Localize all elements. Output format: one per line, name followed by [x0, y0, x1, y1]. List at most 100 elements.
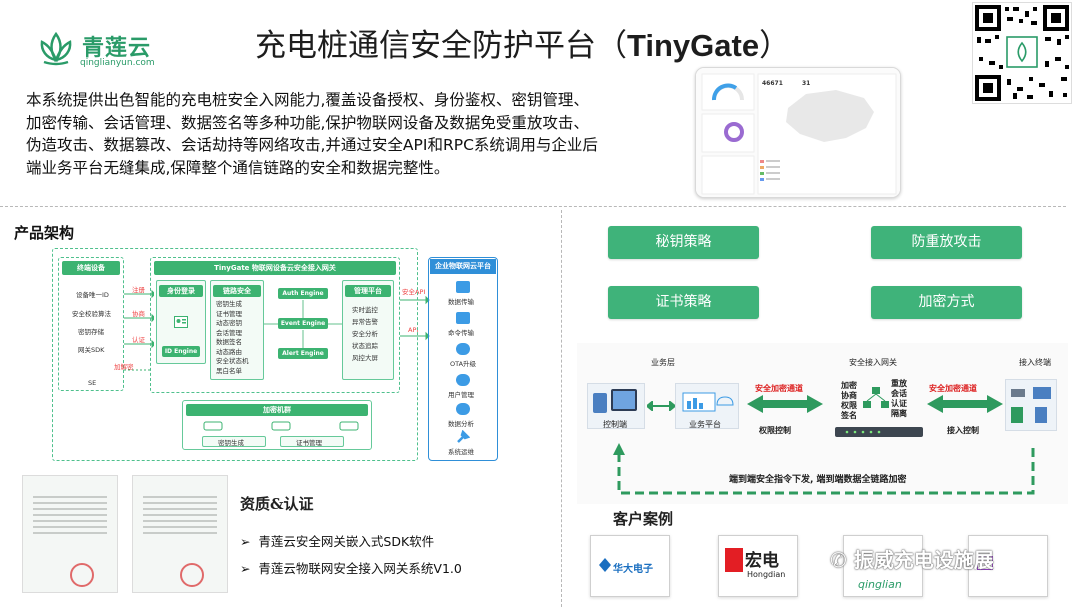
mgmt-items: 实时监控 异常告警 安全分析 状态追踪 风控大屏 — [352, 304, 378, 364]
gw-func: 隔离 — [891, 409, 907, 418]
hongdian-mark-icon — [725, 548, 743, 572]
stat-total: 46671 — [762, 80, 783, 87]
platform-item: 数据传输 — [448, 298, 474, 306]
wrench-icon — [457, 430, 470, 443]
crypto-item-box — [280, 436, 344, 447]
anti-replay-button[interactable]: 防重放攻击 — [871, 226, 1022, 259]
iot-devices-icon — [1011, 387, 1051, 423]
api-label: 安全API — [402, 288, 426, 296]
channel-label-1: 安全加密通道 — [755, 384, 803, 393]
wechat-icon: ✆ — [830, 548, 854, 572]
logo-url: qinglianyun.com — [80, 58, 155, 68]
terminal-item: 设备唯一ID — [76, 291, 109, 299]
certificate-image — [132, 475, 228, 593]
gw-func: 签名 — [841, 411, 857, 420]
gateway-header: TinyGate 物联网设备云安全接入网关 — [154, 261, 396, 275]
id-card-icon — [174, 316, 188, 328]
arrow-label: 加解密 — [114, 363, 134, 371]
brand-logo: 青莲云 qinglianyun.com — [36, 26, 166, 74]
certificate-image — [22, 475, 118, 593]
arrow-label: 注册 — [132, 286, 145, 294]
customers-title: 客户案例 — [613, 510, 674, 528]
dashboard-screenshot: 46671 31 — [695, 67, 901, 198]
terminal-item: 网关SDK — [78, 346, 105, 354]
architecture-title: 产品架构 — [14, 224, 75, 242]
identity-header: 身份登录 — [159, 285, 203, 297]
ota-icon — [456, 343, 470, 355]
link-header: 链路安全 — [213, 285, 261, 297]
loop-arrow-icon — [613, 443, 1035, 495]
gateway-device: 加密 协商 权限 签名 重放 会话 认证 隔离 — [837, 379, 907, 439]
huada-logo-icon — [599, 558, 611, 572]
platform-header: 企业物联网云平台 — [430, 259, 496, 274]
logo-name: 青莲云 — [82, 36, 152, 61]
arrow-label: 协商 — [132, 310, 145, 318]
encryption-method-button[interactable]: 加密方式 — [871, 286, 1022, 319]
mgmt-item: 状态追踪 — [352, 342, 378, 350]
platform-item: 数据分析 — [448, 420, 474, 428]
data-transfer-icon — [456, 281, 470, 293]
bullet-arrow-icon: ➢ — [240, 561, 259, 576]
bullet-arrow-icon: ➢ — [240, 534, 259, 549]
router-icon — [835, 427, 923, 437]
customer-logo-4 — [968, 535, 1048, 597]
terminal-item: 密钥存储 — [78, 328, 104, 336]
id-engine: ID Engine — [162, 346, 200, 357]
crypto-header: 加密机群 — [186, 404, 368, 416]
link-item: 数据签名 — [216, 338, 242, 346]
link-item: 黑白名单 — [216, 366, 242, 375]
channel-label-2: 安全加密通道 — [929, 384, 977, 393]
terminal-item: SE — [88, 379, 97, 387]
bidirectional-arrow-icon-2 — [927, 395, 1003, 413]
gw-func: 会话 — [891, 389, 907, 398]
terminal-item: 安全校验算法 — [72, 310, 111, 318]
col-business: 业务层 — [651, 358, 675, 367]
watermark: ✆ 振威充电设施展 — [830, 548, 994, 572]
platform-item: 系统运维 — [448, 448, 474, 456]
col-gateway: 安全接入网关 — [849, 358, 897, 367]
seal-icon — [180, 563, 204, 587]
mgmt-item: 异常告警 — [352, 318, 378, 326]
qualification-item: ➢ 青莲云物联网安全接入网关系统V1.0 — [240, 561, 462, 576]
horizontal-divider — [0, 206, 1066, 207]
mail-icon — [977, 556, 993, 570]
engine-connectors — [264, 300, 342, 348]
intro-paragraph: 本系统提供出色智能的充电桩安全入网能力,覆盖设备授权、身份鉴权、密钥管理、加密传… — [26, 91, 598, 177]
crypto-item: 证书管理 — [296, 439, 322, 447]
double-arrow-icon — [647, 401, 675, 411]
network-footer: 端到端安全指令下发, 端到端数据全链路加密 — [729, 475, 907, 485]
api-label: API — [408, 326, 419, 334]
link-item: 会话管理 — [216, 328, 242, 337]
bidirectional-arrow-icon — [747, 395, 823, 413]
platform-label: 业务平台 — [689, 420, 721, 429]
command-icon — [456, 312, 470, 324]
terminal-header: 终端设备 — [62, 261, 120, 275]
lotus-logo-icon — [40, 31, 72, 66]
gw-func: 加密 — [841, 381, 857, 390]
terminal-panel — [58, 257, 124, 391]
architecture-diagram: 终端设备 设备唯一ID 安全校验算法 密钥存储 网关SDK SE 注册 协商 认… — [52, 248, 502, 463]
cert-strategy-button[interactable]: 证书策略 — [608, 286, 759, 319]
link-item: 动态路由 — [216, 347, 242, 356]
link-item: 安全状态机 — [216, 357, 249, 365]
qr-code-icon — [975, 5, 1069, 101]
key-strategy-button[interactable]: 秘钥策略 — [608, 226, 759, 259]
page-title: 充电桩通信安全防护平台（TinyGate） — [255, 28, 791, 64]
mgmt-header: 管理平台 — [345, 285, 391, 297]
user-icon — [456, 374, 470, 386]
platform-item: 命令传输 — [448, 329, 474, 337]
auth-engine: Auth Engine — [278, 288, 328, 299]
seal-icon — [70, 563, 94, 587]
api-arrows — [400, 296, 430, 341]
vertical-divider — [561, 210, 562, 607]
link-item: 动态密钥 — [216, 319, 242, 327]
link-item: 密钥生成 — [216, 300, 242, 308]
mgmt-item: 风控大屏 — [352, 354, 378, 362]
arrow-label: 认证 — [132, 336, 145, 344]
link-item: 证书管理 — [216, 309, 242, 318]
event-engine: Event Engine — [278, 318, 328, 329]
gateway-panel — [150, 257, 400, 393]
mgmt-item: 安全分析 — [352, 330, 378, 338]
gw-func: 重放 — [891, 379, 907, 388]
server-icons — [203, 421, 359, 431]
